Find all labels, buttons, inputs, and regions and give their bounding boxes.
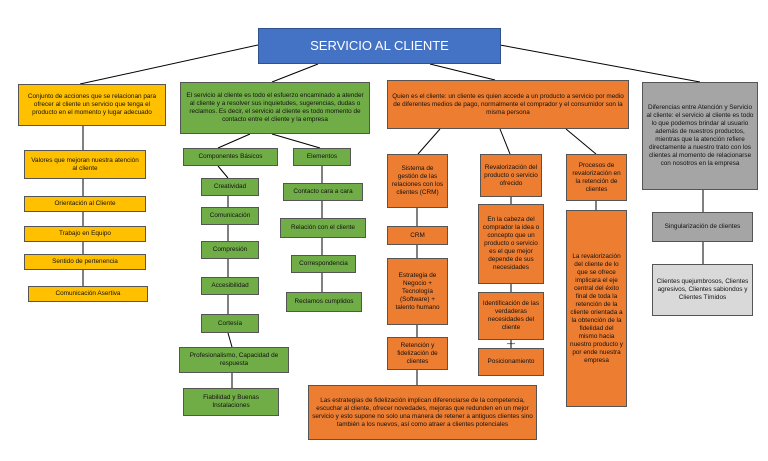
process-title-box: Procesos de revalorización en la retenci…	[566, 154, 627, 201]
component-item: Fiabilidad y Buenas Instalaciones	[183, 388, 279, 416]
component-item: Profesionalismo, Capacidad de respuesta	[179, 347, 289, 373]
client-types-box: Clientes quejumbrosos, Clientes agresivo…	[652, 264, 753, 316]
difference-box: Diferencias entre Atención y Servicio al…	[642, 82, 758, 190]
values-title-box: Valores que mejoran nuestra atención al …	[24, 150, 146, 179]
element-item: Relación con el cliente	[280, 218, 366, 238]
component-item: Compresión	[201, 241, 259, 259]
needs-identification-box: Identificación de las verdaderas necesid…	[478, 292, 544, 340]
element-item: Correspondencia	[291, 255, 356, 273]
value-item: Orientación al Cliente	[24, 196, 146, 212]
elements-label: Elementos	[293, 148, 351, 166]
crm-title-box: Sistema de gestión de las relaciones con…	[387, 154, 448, 208]
singularization-box: Singularización de clientes	[652, 212, 753, 242]
crm-strategy-box: Estrategia de Negocio + Tecnología (Soft…	[387, 258, 448, 325]
component-item: Accesibilidad	[201, 277, 259, 295]
crm-box: CRM	[387, 226, 448, 245]
process-description-box: La revalorización del cliente de lo que …	[566, 210, 627, 407]
definition-box: Conjunto de acciones que se relacionan p…	[18, 84, 166, 126]
component-item: Comunicación	[201, 207, 259, 225]
value-item: Trabajo en Equipo	[24, 226, 146, 242]
service-definition-box: El servicio al cliente es todo el esfuer…	[180, 82, 370, 134]
retention-box: Retención y fidelización de clientes	[387, 337, 448, 370]
client-definition-box: Quien es el cliente: un cliente es quien…	[387, 80, 629, 129]
loyalty-strategy-box: Las estrategias de fidelización implican…	[308, 385, 537, 440]
component-item: Cortesía	[201, 314, 259, 333]
basic-components-label: Componentes Básicos	[183, 148, 278, 166]
product-concept-box: En la cabeza del comprador la idea o con…	[478, 204, 544, 284]
element-item: Reclamos cumplidos	[286, 292, 362, 312]
page-title: SERVICIO AL CLIENTE	[258, 28, 501, 64]
positioning-box: Posicionamiento	[478, 348, 544, 376]
value-item: Comunicación Asertiva	[28, 286, 148, 302]
element-item: Contacto cara a cara	[283, 183, 363, 201]
component-item: Creatividad	[201, 178, 259, 196]
product-revaluation-box: Revalorización del producto o servicio o…	[480, 154, 542, 197]
value-item: Sentido de pertenencia	[24, 254, 146, 270]
dash-separator: —	[507, 339, 515, 348]
